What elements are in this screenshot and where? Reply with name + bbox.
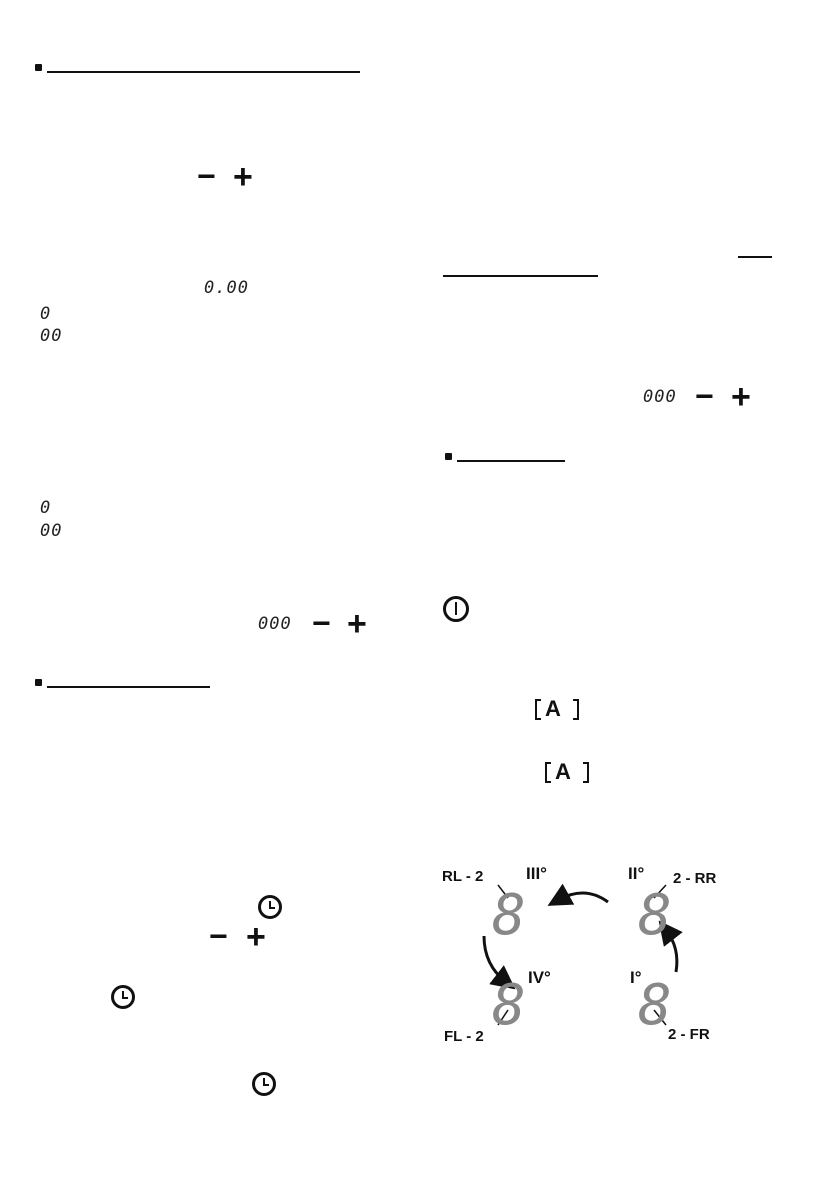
arrow <box>482 935 516 990</box>
zone-level-rr: II° <box>628 864 645 883</box>
auto-heat-icon: A <box>545 759 589 784</box>
minus-icon: − <box>312 605 331 641</box>
section-heading-1 <box>35 62 360 76</box>
clock-icon <box>252 1072 276 1096</box>
minus-icon: − <box>197 158 216 194</box>
power-icon <box>443 596 469 622</box>
plus-icon: + <box>233 158 253 196</box>
zone-digit-fr: 8 <box>638 973 672 1038</box>
zone-label-fr: 2 - FR <box>668 1026 710 1043</box>
bracket-left <box>535 699 541 720</box>
digit-display: 0 <box>40 304 52 324</box>
zone-level-rl: III° <box>526 864 547 883</box>
digit-display: 00 <box>40 521 63 541</box>
heading-underline <box>457 460 565 462</box>
digit-display: 000 <box>258 614 292 634</box>
bullet-icon <box>445 453 452 460</box>
digit-display: 0 <box>40 498 52 518</box>
zone-digit-rr: 8 <box>638 883 672 948</box>
arrow <box>658 920 683 973</box>
auto-letter: A <box>545 696 561 721</box>
section-heading-3 <box>445 451 565 465</box>
arrow <box>547 883 609 906</box>
bullet-icon <box>35 64 42 71</box>
underline <box>443 275 598 277</box>
zone-label-fl: FL - 2 <box>444 1028 484 1045</box>
zone-level-fr: I° <box>630 968 642 987</box>
zone-label-rl: RL - 2 <box>442 868 484 885</box>
zone-arrows <box>482 883 683 1026</box>
zone-label-rr: 2 - RR <box>673 870 717 887</box>
auto-letter: A <box>555 759 571 784</box>
auto-heat-icon: A <box>535 696 579 721</box>
minus-icon: − <box>695 378 714 414</box>
zone-level-fl: IV° <box>528 968 551 987</box>
digit-display: 0.00 <box>204 278 249 298</box>
zone-digit-rl: 8 <box>492 883 526 948</box>
digit-display: 000 <box>643 387 677 407</box>
digit-display: 00 <box>40 326 63 346</box>
minus-icon: − <box>209 918 228 954</box>
section-heading-2 <box>35 677 215 691</box>
heading-underline <box>47 71 360 73</box>
cooking-zone-diagram: RL - 2 III° 8 II° 2 - RR 8 IV° 8 FL - 2 … <box>440 860 740 1050</box>
bullet-icon <box>35 679 42 686</box>
bracket-left <box>545 762 551 783</box>
plus-icon: + <box>347 605 367 643</box>
plus-icon: + <box>246 918 266 956</box>
heading-underline <box>47 686 210 688</box>
zone-digit-fl: 8 <box>492 973 526 1038</box>
plus-icon: + <box>731 378 751 416</box>
underline <box>738 256 772 258</box>
clock-icon <box>258 895 282 919</box>
clock-icon <box>111 985 135 1009</box>
bracket-right <box>583 762 589 783</box>
bracket-right <box>573 699 579 720</box>
